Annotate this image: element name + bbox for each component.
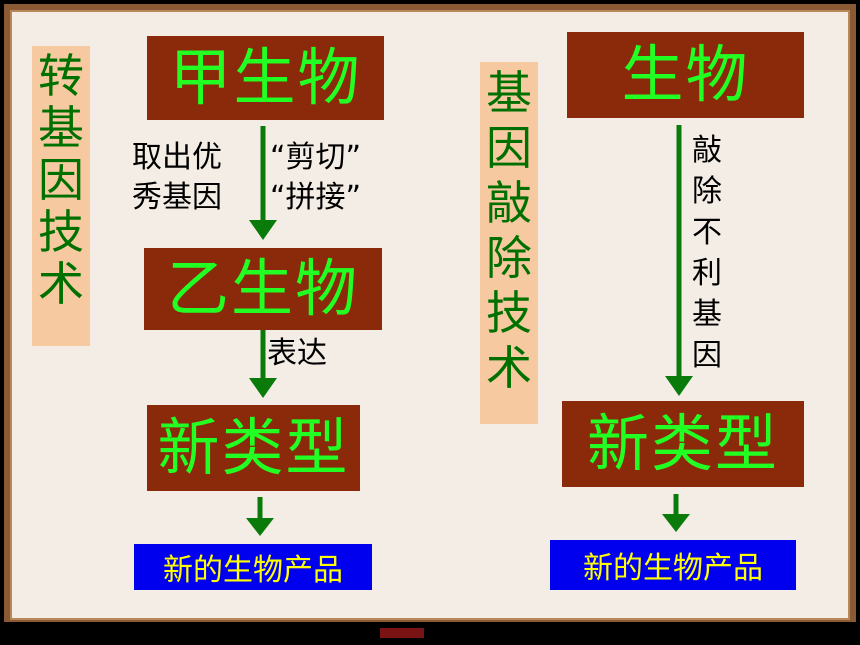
label-char: 术	[486, 341, 532, 395]
bio-product-right: 新的生物产品	[550, 540, 796, 590]
gene-knockout-tech-label: 基 因 敲 除 技 术	[480, 62, 538, 424]
label-char: 敲	[486, 176, 532, 230]
arrow-b-to-new	[249, 330, 277, 398]
new-type-box-right: 新类型	[562, 401, 804, 487]
bottom-bar	[0, 622, 860, 645]
slide-canvas: 转 基 因 技 术 甲生物 取出优 秀基因 “剪切” “拼接” 乙生物 表达 新…	[4, 4, 856, 626]
flow-arrows	[246, 125, 693, 536]
bottom-mark	[380, 628, 424, 638]
organism-a-box: 甲生物	[147, 36, 384, 120]
label-char: 基	[486, 66, 532, 120]
knockout-gene-note: 敲 除 不 利 基 因	[692, 133, 722, 373]
extract-gene-note: 取出优 秀基因	[132, 140, 222, 215]
label-char: 技	[38, 205, 84, 259]
label-char: 基	[38, 101, 84, 155]
label-char: 技	[486, 286, 532, 340]
arrow-a-to-b	[249, 126, 277, 240]
new-type-box-left: 新类型	[147, 405, 360, 491]
label-char: 因	[486, 121, 532, 175]
organism-b-box: 乙生物	[144, 248, 382, 330]
label-char: 术	[38, 257, 84, 311]
label-char: 因	[38, 153, 84, 207]
label-char: 转	[38, 49, 84, 103]
bio-product-left: 新的生物产品	[134, 544, 372, 590]
transgenic-tech-label: 转 基 因 技 术	[32, 46, 90, 346]
organism-box-right: 生物	[567, 32, 804, 118]
arrow-new-to-product-right	[662, 494, 690, 532]
label-char: 除	[486, 231, 532, 285]
arrow-organism-to-new-right	[665, 125, 693, 396]
cut-splice-note: “剪切” “拼接”	[270, 140, 362, 215]
express-note: 表达	[267, 336, 327, 371]
arrow-new-to-product-left	[246, 497, 274, 536]
